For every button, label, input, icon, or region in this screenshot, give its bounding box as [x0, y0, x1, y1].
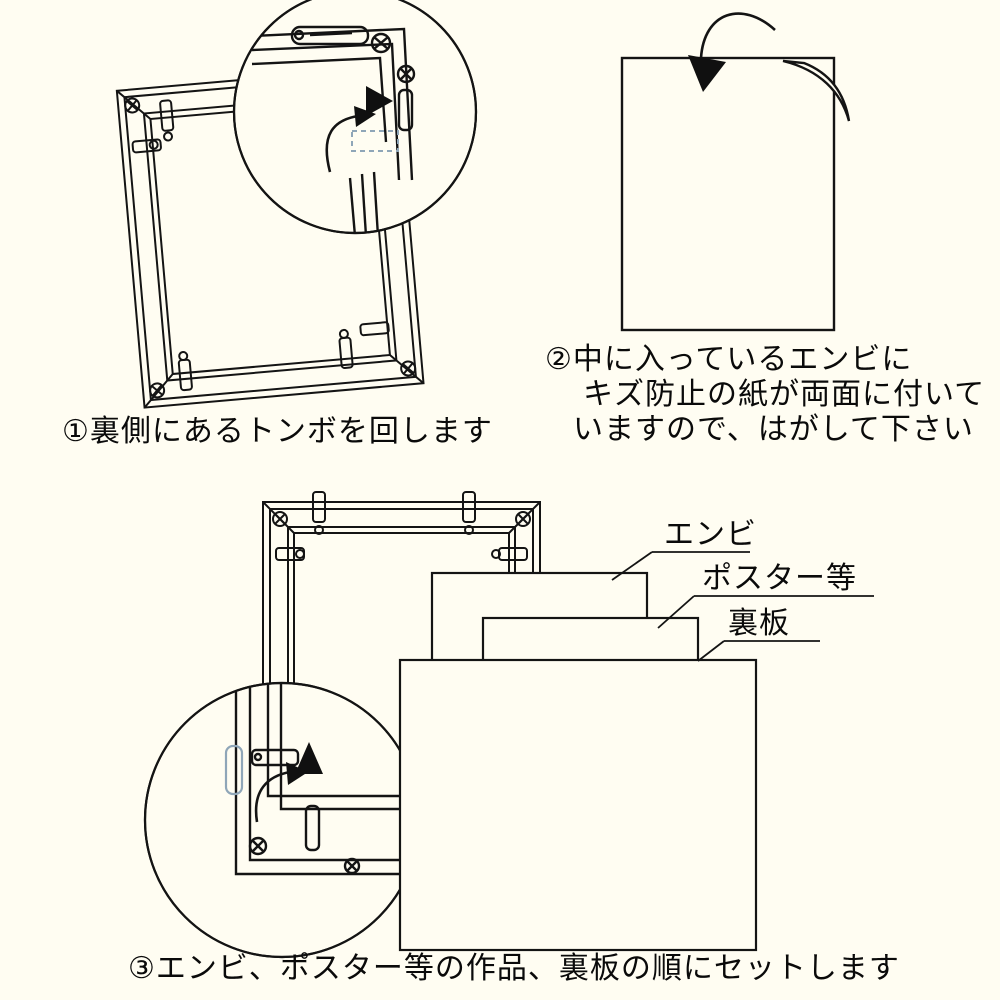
pivot-screw-icon [295, 549, 305, 559]
tombo-clip [462, 491, 476, 523]
peel-arrowhead-icon [688, 55, 726, 92]
screw-icon [370, 32, 392, 54]
zoom-frame-edge [251, 56, 388, 143]
step1-caption: ①裏側にあるトンボを回します [62, 414, 493, 449]
zoom-frame-edge [248, 683, 419, 862]
screw-icon [396, 64, 416, 84]
direction-arrow-icon [295, 742, 323, 774]
pivot-screw-icon [148, 139, 159, 150]
leader-line-vinyl [611, 551, 653, 581]
label-vinyl: エンビ [664, 517, 757, 552]
rotation-arrowhead-icon [354, 106, 376, 127]
peel-arrow [699, 12, 776, 59]
tombo-clip [159, 99, 175, 132]
pivot-screw-icon [163, 131, 174, 142]
zoom-frame-edge [372, 171, 380, 233]
peeling-corner-flap [782, 59, 851, 122]
step3-caption: ③エンビ、ポスター等の作品、裏板の順にセットします [128, 951, 900, 986]
screw-icon [400, 360, 417, 377]
screw-icon [149, 382, 166, 399]
tombo-ghost-position [224, 744, 244, 796]
screw-icon [343, 857, 361, 875]
screw-icon [272, 511, 288, 527]
screw-icon [515, 511, 531, 527]
pivot-screw-icon [314, 525, 324, 535]
zoom-frame-edge [234, 683, 419, 876]
rotation-arrowhead-icon [286, 762, 308, 785]
vinyl-sheet [620, 56, 836, 332]
label-backboard: 裏板 [728, 606, 790, 641]
stacked-sheets [398, 571, 758, 952]
rotation-arrow [254, 770, 291, 823]
step2-caption-line2: キズ防止の紙が両面に付いて [583, 377, 985, 412]
direction-arrow-icon [366, 86, 393, 116]
tombo-clip-zoom [304, 804, 321, 852]
zoom-frame-edge [279, 683, 419, 811]
magnifier-detail-step1 [251, 25, 416, 233]
protective-sheet-step2 [620, 12, 851, 332]
screw-icon [124, 97, 141, 114]
step2-caption: ②中に入っているエンビに キズ防止の紙が両面に付いて いますので、はがして下さい [545, 342, 985, 447]
label-poster: ポスター等 [702, 561, 857, 596]
magnifier-detail-step3 [224, 683, 419, 876]
screw-icon [248, 836, 268, 856]
pivot-screw-icon [491, 549, 501, 559]
zoom-frame-edge [348, 177, 357, 233]
pivot-screw-icon [464, 525, 474, 535]
tombo-clip-zoom [250, 748, 300, 767]
spring-latch [290, 25, 370, 46]
pivot-screw-icon [178, 351, 189, 362]
tombo-clip [131, 138, 162, 154]
leader-line-poster [657, 595, 695, 629]
tombo-clip [312, 491, 326, 523]
magnifier-circle-outline-step1 [232, 0, 478, 235]
pivot-screw-icon [253, 752, 263, 762]
tombo-clip [359, 321, 390, 337]
step2-caption-line3: いますので、はがして下さい [573, 412, 974, 447]
tombo-ghost-position [351, 130, 399, 152]
sheet-labels [611, 551, 874, 662]
pivot-screw-icon [338, 328, 349, 339]
tombo-clip [498, 547, 528, 561]
rotation-arrow [325, 114, 359, 173]
sheet-backboard [398, 658, 758, 952]
zoom-frame-edge [360, 173, 368, 233]
leader-line-backboard [697, 640, 725, 662]
tombo-clip [177, 358, 193, 392]
zoom-frame-edge [251, 42, 401, 181]
step2-caption-line1: ②中に入っているエンビに [545, 342, 912, 377]
zoom-frame-edge [266, 683, 419, 798]
tombo-clip-zoom [397, 88, 414, 132]
